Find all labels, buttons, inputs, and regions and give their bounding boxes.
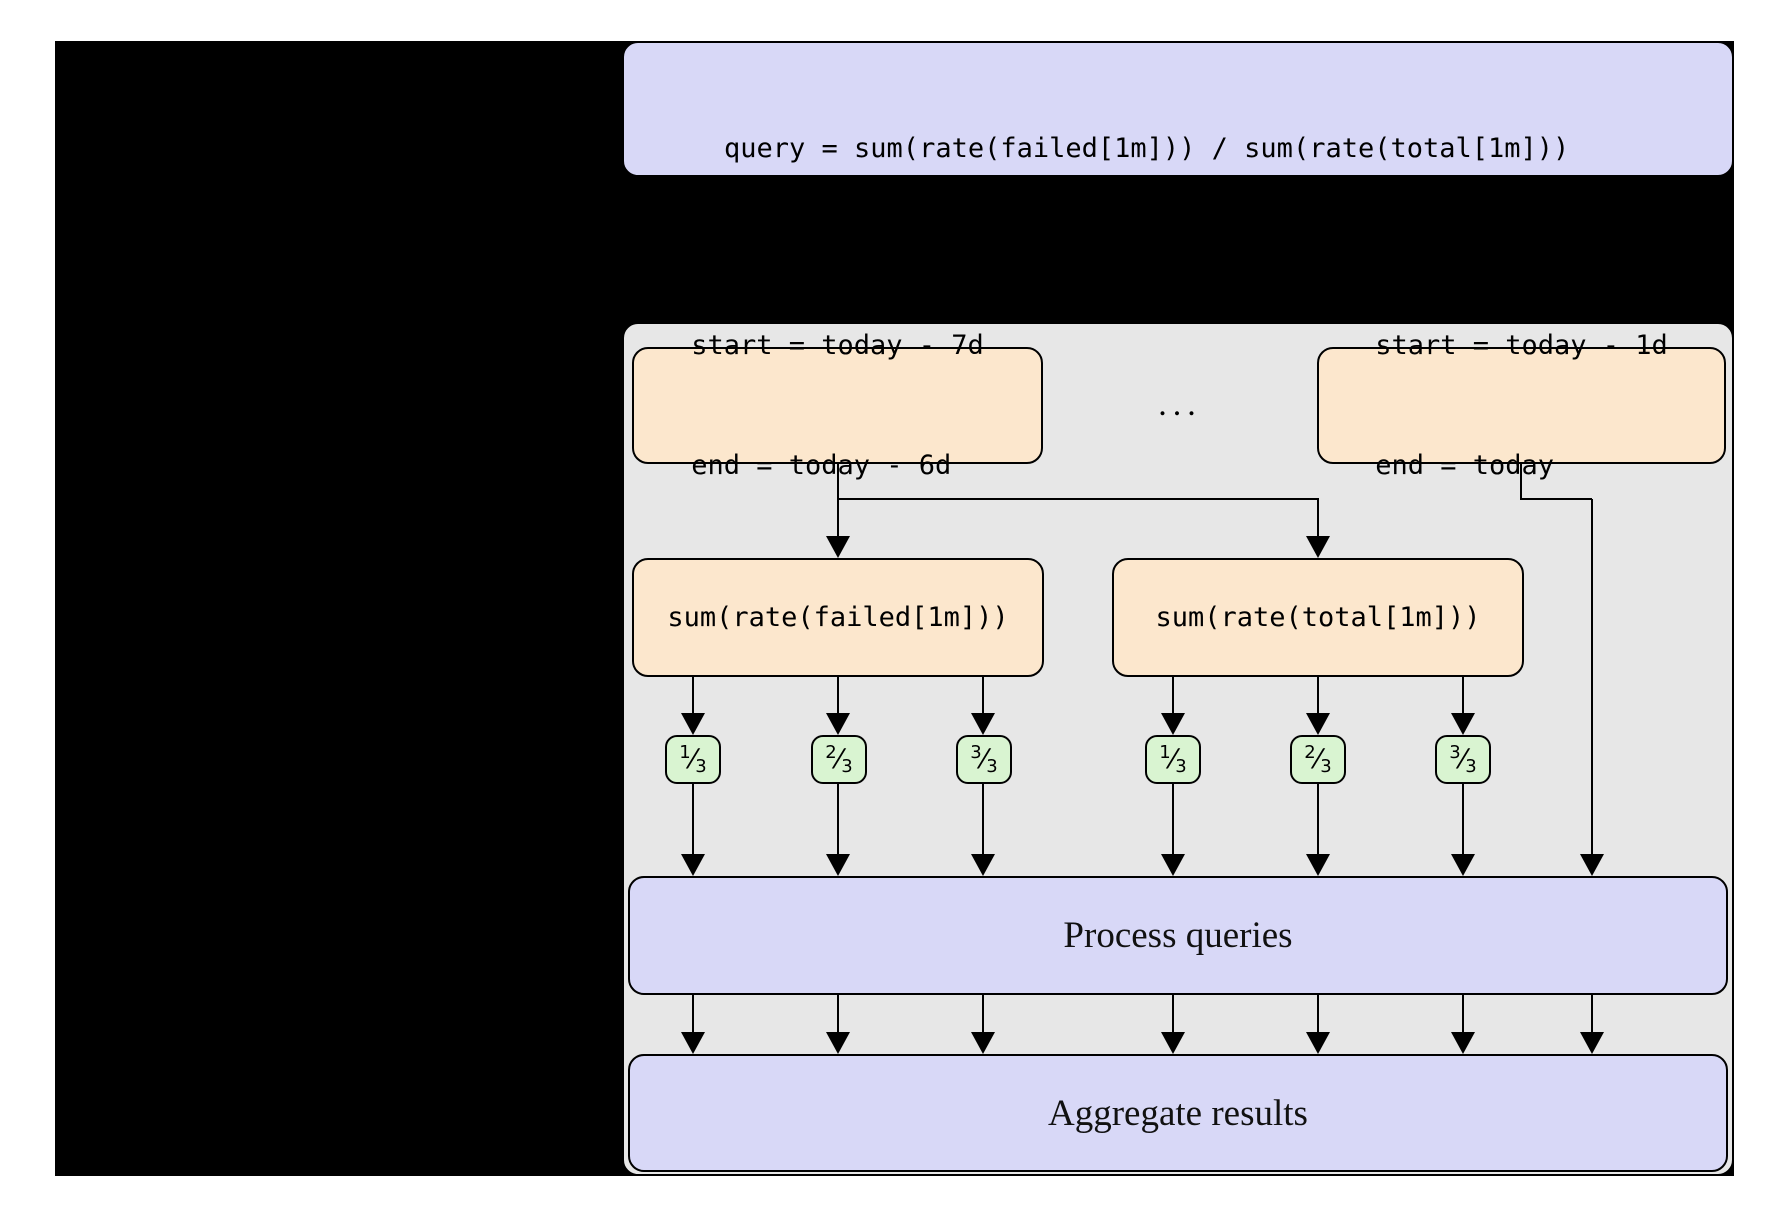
connector-line bbox=[837, 463, 839, 539]
fraction-slash: ⁄ bbox=[690, 744, 696, 775]
process-queries-box: Process queries bbox=[628, 876, 1728, 995]
arrowhead bbox=[971, 1032, 995, 1054]
connector-line bbox=[1520, 463, 1522, 500]
arrowhead bbox=[826, 854, 850, 876]
connector-line bbox=[1520, 498, 1592, 500]
root-query-box: query = sum(rate(failed[1m])) / sum(rate… bbox=[622, 41, 1734, 404]
arrowhead bbox=[1306, 854, 1330, 876]
connector-line bbox=[837, 498, 1319, 500]
arrowhead bbox=[826, 536, 850, 558]
arrowhead bbox=[1580, 854, 1604, 876]
connector-line bbox=[1172, 784, 1174, 858]
root-query-line: query = sum(rate(failed[1m])) / sum(rate… bbox=[724, 133, 1570, 164]
connector-line bbox=[982, 784, 984, 858]
connector-line bbox=[837, 677, 839, 717]
fraction-slash: ⁄ bbox=[836, 744, 842, 775]
arrowhead bbox=[971, 854, 995, 876]
split-line: end = today bbox=[1375, 449, 1554, 481]
connector-line bbox=[1462, 677, 1464, 717]
root-query-line: start = today - 7d bbox=[724, 253, 1017, 284]
arrowhead bbox=[1451, 1032, 1475, 1054]
shard-box-4: 1⁄3 bbox=[1145, 735, 1201, 784]
subquery-failed-box: sum(rate(failed[1m])) bbox=[632, 558, 1044, 677]
arrowhead bbox=[1306, 713, 1330, 735]
fraction-slash: ⁄ bbox=[1460, 744, 1466, 775]
arrowhead bbox=[1161, 713, 1185, 735]
split-line: end = today - 6d bbox=[691, 449, 952, 481]
subquery-total-label: sum(rate(total[1m])) bbox=[1155, 602, 1481, 633]
shard-fraction-denominator: 3 bbox=[1320, 756, 1332, 777]
shard-fraction-numerator: 1 bbox=[1159, 742, 1171, 763]
arrowhead bbox=[1306, 536, 1330, 558]
arrowhead bbox=[681, 713, 705, 735]
shard-fraction-numerator: 2 bbox=[1304, 742, 1316, 763]
arrowhead bbox=[1306, 1032, 1330, 1054]
arrowhead bbox=[826, 713, 850, 735]
subquery-total-box: sum(rate(total[1m])) bbox=[1112, 558, 1524, 677]
arrowhead bbox=[1161, 854, 1185, 876]
shard-fraction-numerator: 1 bbox=[679, 742, 691, 763]
subquery-failed-label: sum(rate(failed[1m])) bbox=[667, 602, 1009, 633]
connector-line bbox=[1591, 995, 1593, 1035]
shard-fraction-denominator: 3 bbox=[986, 756, 998, 777]
shard-box-2: 2⁄3 bbox=[811, 735, 867, 784]
connector-line bbox=[692, 677, 694, 717]
shard-fraction-denominator: 3 bbox=[1175, 756, 1187, 777]
arrowhead bbox=[681, 854, 705, 876]
connector-line bbox=[837, 784, 839, 858]
connector-line bbox=[1591, 499, 1593, 857]
ellipsis: ... bbox=[1158, 386, 1202, 423]
shard-box-5: 2⁄3 bbox=[1290, 735, 1346, 784]
arrowhead bbox=[826, 1032, 850, 1054]
split-line: start = today - 7d bbox=[691, 329, 984, 361]
connector-line bbox=[1317, 499, 1319, 539]
fraction-slash: ⁄ bbox=[1170, 744, 1176, 775]
arrowhead bbox=[1580, 1032, 1604, 1054]
process-queries-label: Process queries bbox=[1063, 915, 1293, 956]
shard-fraction-numerator: 3 bbox=[1449, 742, 1461, 763]
connector-line bbox=[982, 995, 984, 1035]
connector-line bbox=[1172, 995, 1174, 1035]
connector-line bbox=[1317, 784, 1319, 858]
time-split-box-last: start = today - 1d end = today bbox=[1317, 330, 1726, 481]
shard-box-1: 1⁄3 bbox=[665, 735, 721, 784]
connector-line bbox=[982, 677, 984, 717]
time-split-box-first: start = today - 7d end = today - 6d bbox=[632, 330, 1043, 481]
connector-line bbox=[1317, 995, 1319, 1035]
shard-box-3: 3⁄3 bbox=[956, 735, 1012, 784]
fraction-slash: ⁄ bbox=[981, 744, 987, 775]
connector-line bbox=[1172, 677, 1174, 717]
fraction-slash: ⁄ bbox=[1315, 744, 1321, 775]
split-line: start = today - 1d bbox=[1375, 329, 1668, 361]
connector-line bbox=[1462, 995, 1464, 1035]
shard-fraction-denominator: 3 bbox=[1465, 756, 1477, 777]
connector-line bbox=[692, 995, 694, 1035]
connector-line bbox=[837, 995, 839, 1035]
aggregate-results-label: Aggregate results bbox=[1048, 1092, 1308, 1134]
arrowhead bbox=[971, 713, 995, 735]
shard-fraction-denominator: 3 bbox=[841, 756, 853, 777]
shard-fraction-numerator: 2 bbox=[825, 742, 837, 763]
shard-fraction-numerator: 3 bbox=[970, 742, 982, 763]
connector-line bbox=[1462, 784, 1464, 858]
arrowhead bbox=[1451, 854, 1475, 876]
connector-line bbox=[692, 784, 694, 858]
arrowhead bbox=[1161, 1032, 1185, 1054]
aggregate-results-box: Aggregate results bbox=[628, 1054, 1728, 1172]
arrowhead bbox=[681, 1032, 705, 1054]
connector-line bbox=[1317, 677, 1319, 717]
shard-box-6: 3⁄3 bbox=[1435, 735, 1491, 784]
arrowhead bbox=[1451, 713, 1475, 735]
shard-fraction-denominator: 3 bbox=[695, 756, 707, 777]
